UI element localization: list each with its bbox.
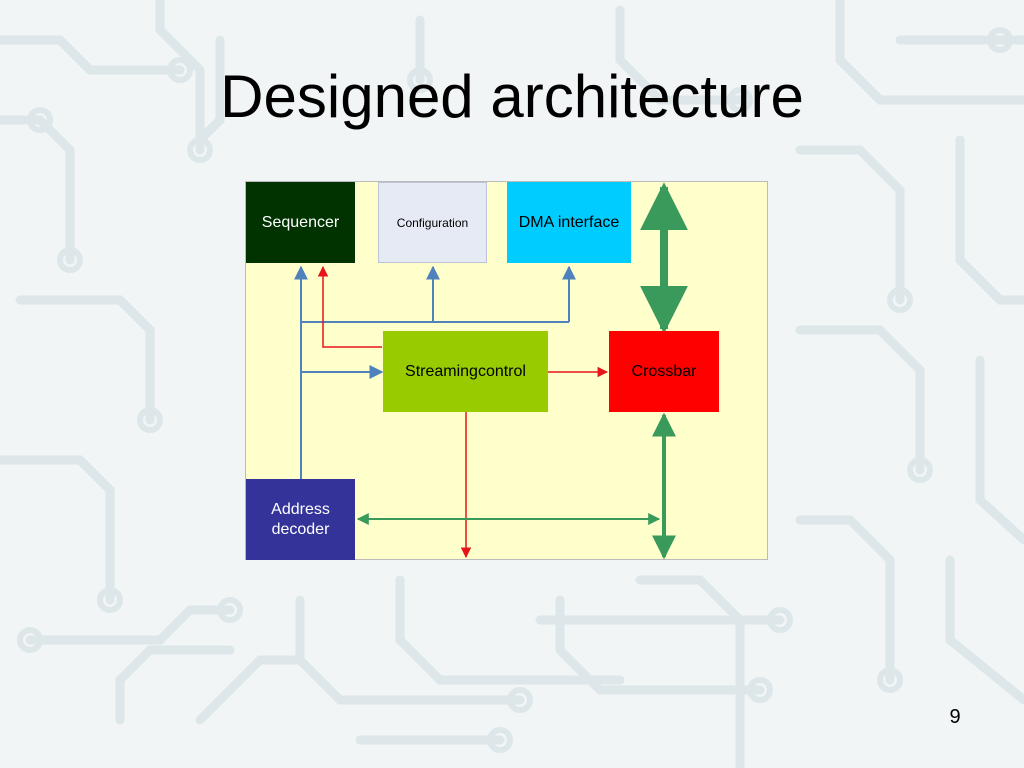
streamingcontrol-block: Streamingcontrol	[383, 331, 548, 412]
control-bus-lines	[294, 265, 576, 479]
address-decoder-block: Address decoder	[246, 479, 355, 560]
data-signal-lines	[317, 265, 609, 559]
crossbar-block: Crossbar	[609, 331, 719, 412]
sequencer-block: Sequencer	[246, 182, 355, 263]
address-decoder-label: Address decoder	[271, 500, 330, 538]
architecture-diagram: Sequencer Configuration DMA interface St…	[245, 181, 769, 561]
sequencer-label: Sequencer	[261, 213, 340, 231]
data-bus-lines	[356, 182, 688, 560]
slide-title: Designed architecture	[220, 63, 804, 130]
dma-interface-block: DMA interface	[507, 182, 631, 263]
streamingcontrol-to-sequencer-line	[317, 265, 382, 348]
dma-interface-label: DMA interface	[518, 213, 620, 231]
configuration-label: Configuration	[396, 215, 469, 230]
streamingcontrol-label: Streamingcontrol	[405, 362, 526, 380]
configuration-block: Configuration	[378, 182, 487, 263]
page-number: 9	[949, 706, 961, 728]
crossbar-label: Crossbar	[631, 362, 697, 380]
